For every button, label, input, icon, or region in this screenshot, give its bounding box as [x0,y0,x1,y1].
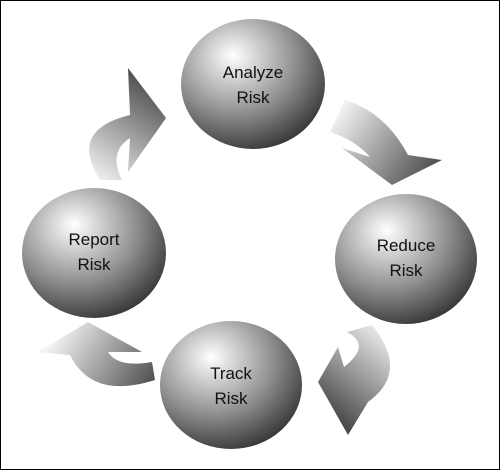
node-reduce-risk: Reduce Risk [335,194,477,324]
node-reduce-risk-label-line1: Reduce [377,236,436,255]
arrow-report-to-analyze [89,68,166,180]
node-report-risk: Report Risk [22,188,166,318]
node-track-risk-label-line2: Risk [214,389,248,408]
arrow-analyze-to-reduce [330,100,442,185]
node-analyze-risk: Analyze Risk [181,19,325,149]
node-track-risk: Track Risk [160,321,302,449]
node-analyze-risk-label-line2: Risk [236,88,270,107]
arrow-track-to-report [38,322,155,387]
node-report-risk-label-line2: Risk [77,255,111,274]
node-track-risk-label-line1: Track [210,364,252,383]
node-reduce-risk-label-line2: Risk [389,261,423,280]
node-report-risk-label-line1: Report [68,230,119,249]
node-analyze-risk-label-line1: Analyze [223,63,283,82]
arrow-reduce-to-track [318,325,391,435]
